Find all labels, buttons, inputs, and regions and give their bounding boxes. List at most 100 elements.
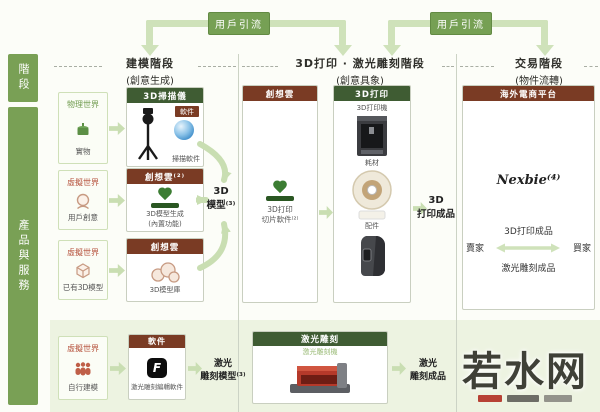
flow-arrow [109,264,125,277]
bottom-goods-label: 激光雕刻成品 [501,264,556,274]
laser-engraver-icon [290,363,350,394]
watermark-strip [544,395,572,402]
traffic-pipe [339,20,346,46]
input-box-physical-world: 物理世界 實物 [58,92,108,164]
world-label: 物理世界 [67,100,99,109]
box-header: 海外電商平台 [463,86,594,101]
title-dash [242,66,278,67]
item-label: 自行建模 [68,383,98,393]
3d-printer-icon [357,116,387,157]
ecommerce-platform-box: 海外電商平台 Nexbie⁽⁴⁾ 3D打印成品 賣家 買家 激光雕刻成品 [462,85,595,310]
scan-software-label: 掃描軟件 [172,154,200,163]
world-label: 虛擬世界 [67,344,99,353]
creality-cloud-gen-box: 創想雲⁽²⁾ 3D模型生成 (內置功能) [126,168,204,232]
stage-rail: 階段 [8,54,38,102]
stage-title-modeling: 建模階段 (創意生成) [105,55,195,87]
stage-title-text: 交易階段 [515,57,563,70]
title-dash [442,66,454,67]
output-line1: 激光 [418,359,437,369]
output-line1: 3D [428,195,444,206]
traffic-pipe [264,20,346,27]
input-box-self-modeling: 虛擬世界 自行建模 [58,336,108,400]
box-header: 創想雲 [243,86,317,101]
top-goods-label: 3D打印成品 [504,227,553,237]
accessory-label: 配件 [365,222,379,231]
traffic-pipe [388,20,434,27]
output-line2: 雕刻成品 [409,372,446,382]
stage-title-text: 3D打印 · 激光雕刻階段 [295,57,425,70]
box-header: 3D打印 [334,86,410,101]
world-label: 虛擬世界 [67,178,99,187]
box-header: 軟件 [129,335,185,348]
watermark: 若水网 [450,350,600,402]
converging-arrows [196,141,232,271]
traffic-pipe [146,20,212,27]
box-header: 創想雲 [127,239,203,254]
box-header: 創想雲⁽²⁾ [127,169,203,184]
traffic-arrowhead [383,45,401,56]
traffic-arrowhead [334,45,352,56]
buyer-label: 買家 [572,244,591,254]
stage-divider-1 [238,54,239,412]
printer-label: 3D打印機 [356,104,388,112]
scanner-box: 3D掃描儀 軟件 掃描軟件 [126,87,204,167]
box-header: 激光雕刻 [253,332,387,346]
model-library-icon [151,262,180,283]
item-label: 實物 [75,147,91,157]
output-line1: 激光 [213,359,232,369]
laser-machine-label: 激光雕刻機 [302,348,338,356]
products-rail-label: 產品與服務 [17,218,30,294]
traffic-arrowhead [141,45,159,56]
watermark-strip [507,395,539,402]
traffic-pipe [541,20,548,46]
output-line2: 模型⁽³⁾ [206,200,236,211]
creality-cloud-banner [151,203,179,209]
box-header: 3D掃描儀 [127,88,203,103]
platform-name: Nexbie⁽⁴⁾ [496,173,561,188]
accessory-icon [360,236,385,277]
creality-cloud-library-box: 創想雲 3D模型庫 [126,238,204,302]
traffic-pipe [484,20,548,27]
model-generation-label: 3D模型生成 [146,210,184,219]
creality-cloud-logo [157,188,173,202]
laser-model-label: 激光 雕刻模型⁽³⁾ [200,356,246,382]
traffic-arrowhead [536,45,554,56]
stage-title-trading: 交易階段 (物件流轉) [496,55,582,87]
output-line2: 打印成品 [416,209,455,220]
title-dash [198,66,236,67]
stage-subtitle-text: (創意生成) [126,76,174,87]
creality-cloud-slicer-box: 創想雲 3D打印 切片軟件⁽²⁾ [242,85,318,303]
exchange-arrow [496,243,560,253]
watermark-strip [478,395,502,402]
user-traffic-badge-2: 用戶引流 [430,12,492,35]
3d-scanner-icon [138,108,158,160]
stage-subtitle-text: (創意具象) [336,76,384,87]
slicer-label-line2: 切片軟件⁽²⁾ [261,214,299,224]
printed-product-label: 3D 打印成品 [416,195,456,220]
item-label: 已有3D模型 [62,283,104,293]
filament-spool-icon [352,170,392,220]
world-label: 虛擬世界 [67,248,99,257]
watermark-smallprint [450,395,600,402]
people-icon [75,362,91,376]
software-badge: 軟件 [175,106,199,117]
item-label: 用戶創意 [68,213,98,223]
input-box-user-creativity: 虛擬世界 用戶創意 [58,170,108,230]
output-line2: 雕刻模型⁽³⁾ [200,372,246,382]
flow-arrow [109,194,125,207]
scan-software-icon [174,120,194,140]
seller-label: 賣家 [466,244,485,254]
stage-subtitle-text: (物件流轉) [515,76,563,87]
products-rail: 產品與服務 [8,107,38,405]
traffic-pipe [146,20,153,46]
user-head-icon [76,193,90,210]
stage-title-printing: 3D打印 · 激光雕刻階段 (創意具象) [280,55,440,87]
falcon-software-icon: F [147,357,167,378]
laser-software-label: 激光雕刻編輯軟件 [131,382,183,391]
title-dash [584,66,598,67]
stage-title-text: 建模階段 [126,57,174,70]
creality-cloud-banner [266,195,294,201]
output-line1: 3D [213,186,229,197]
physical-object-icon [77,123,89,136]
